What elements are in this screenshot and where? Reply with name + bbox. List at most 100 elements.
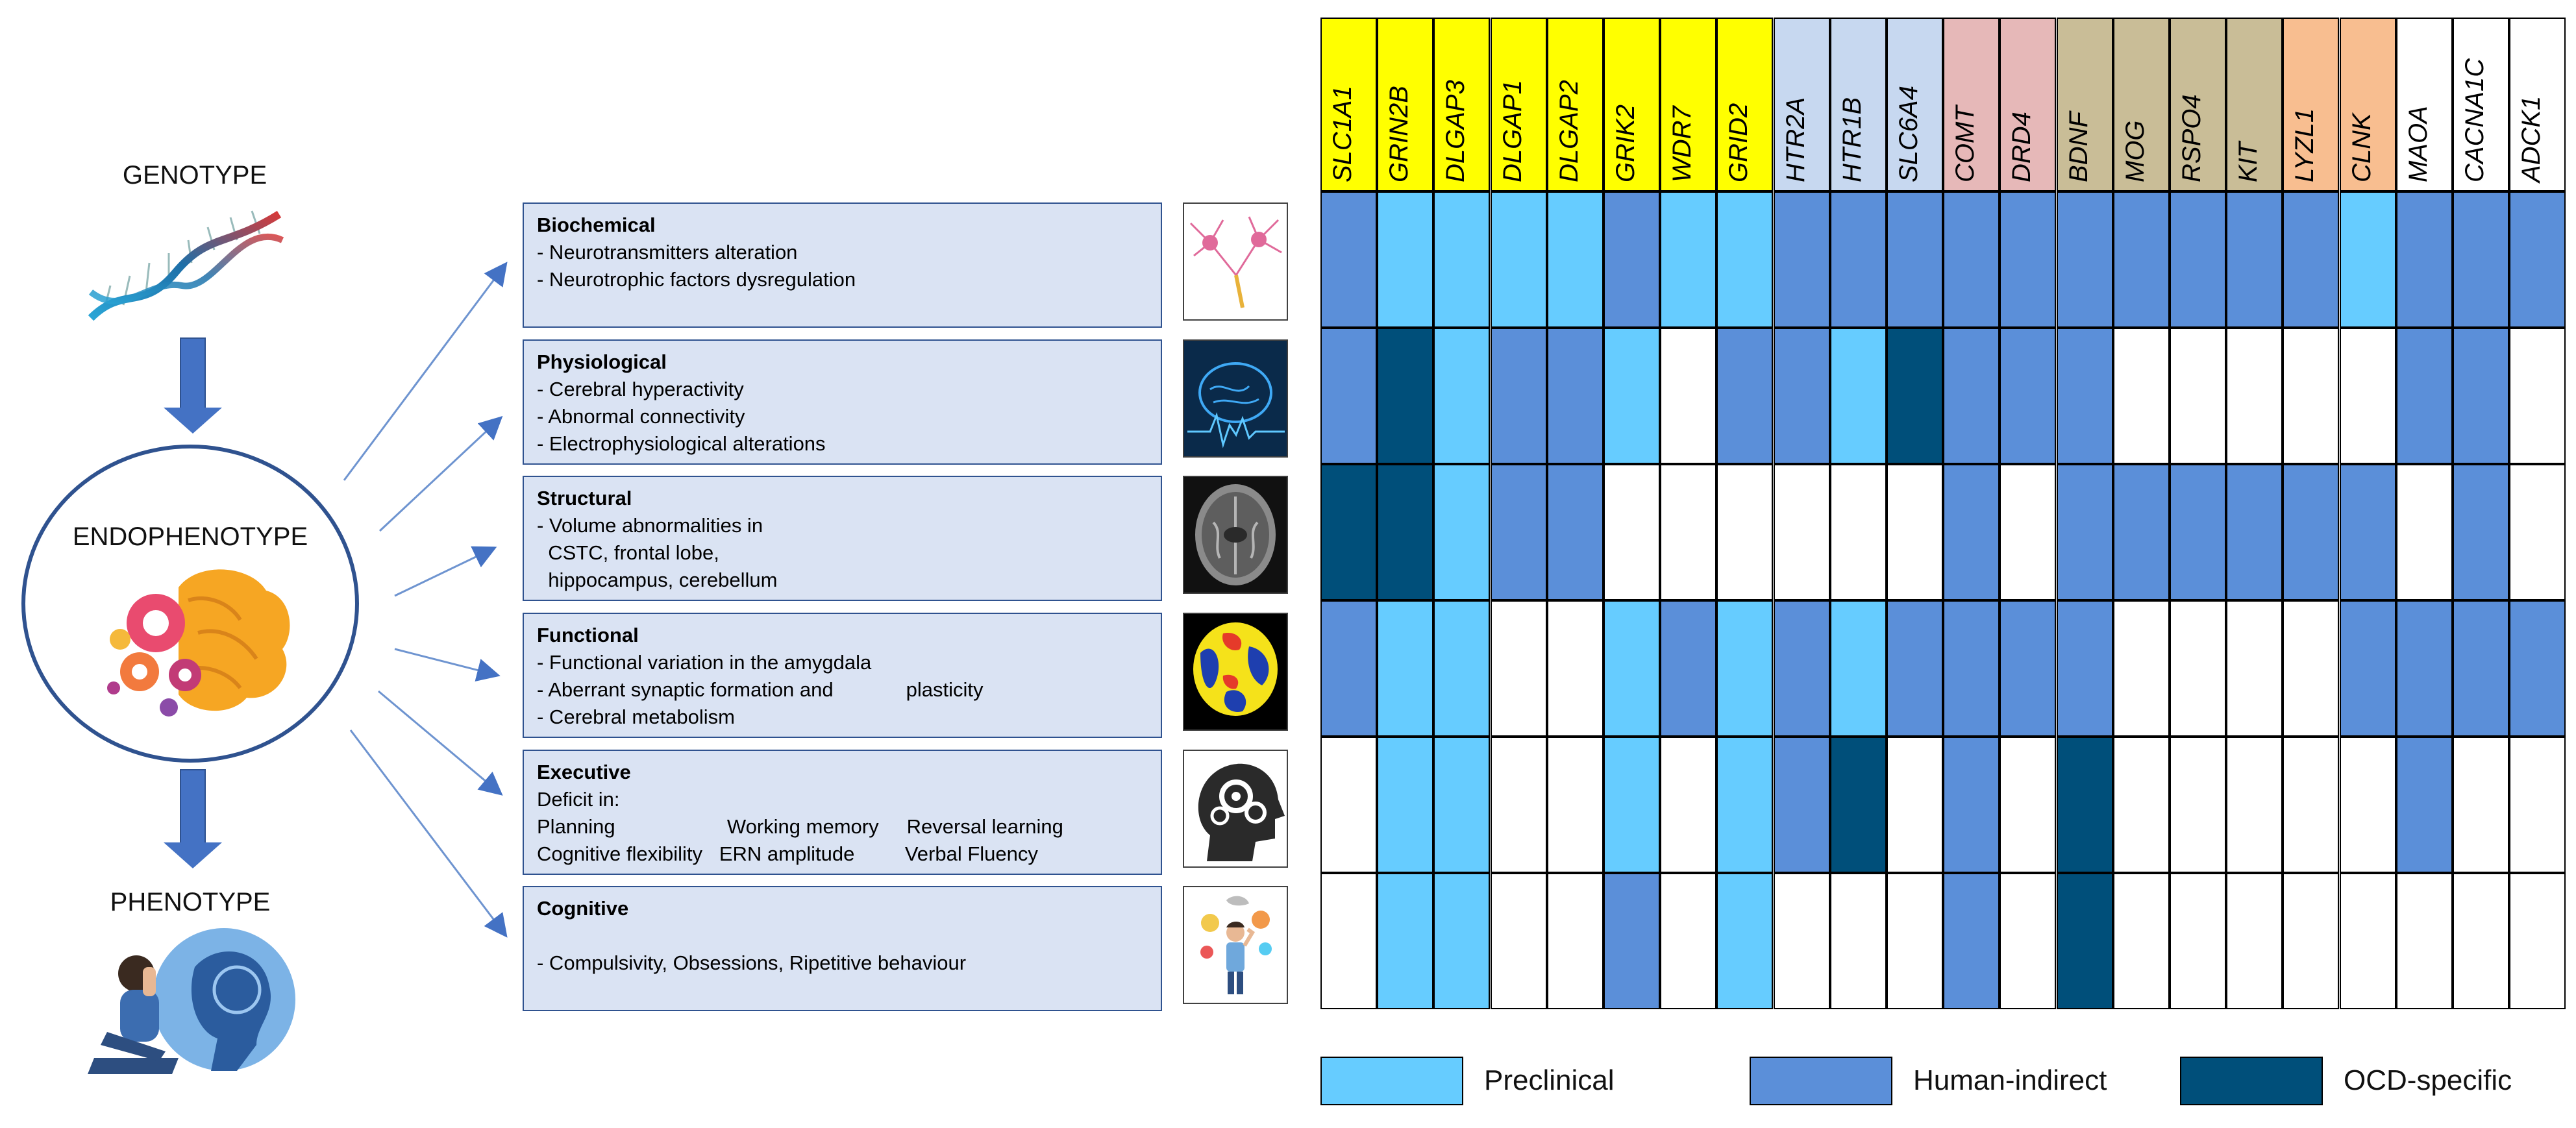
gene-name: KIT [2234,141,2263,182]
matrix-cell [2226,328,2283,464]
matrix-cell [1433,191,1491,328]
gene-header-grik2: GRIK2 [1604,18,1660,191]
matrix-cell [1773,737,1830,873]
matrix-cell [1320,328,1377,464]
matrix-cell [1887,873,1943,1009]
gene-name: GRIN2B [1385,86,1414,182]
phenotype-label: PHENOTYPE [110,888,271,916]
legend-label: Preclinical [1484,1064,1615,1096]
category-box-cognitive: Cognitive - Compulsivity, Obsessions, Ri… [523,886,1162,1011]
matrix-cell [1604,600,1660,737]
category-box-functional: Functional- Functional variation in the … [523,613,1162,738]
matrix-cell [1490,464,1547,600]
matrix-cell [2112,328,2170,464]
gene-header-rspo4: RSPO4 [2170,18,2226,191]
gene-name: DLGAP3 [1441,80,1470,182]
matrix-cell [1773,464,1830,600]
matrix-cell [1829,191,1887,328]
matrix-cell [1433,737,1491,873]
matrix-cell [2112,464,2170,600]
gene-header-cacna1c: CACNA1C [2453,18,2509,191]
matrix-cell [1377,191,1434,328]
gene-header-grin2b: GRIN2B [1377,18,1434,191]
matrix-cell [1887,191,1943,328]
legend-swatch-H [1750,1057,1892,1105]
matrix-cell [2283,328,2340,464]
category-line: - Neurotrophic factors dysregulation [537,268,856,291]
matrix-cell [1490,191,1547,328]
category-line: - Volume abnormalities in [537,514,763,537]
matrix-cell [1546,328,1604,464]
matrix-cell [2396,737,2453,873]
matrix-cell [2453,600,2509,737]
matrix-cell [2283,873,2340,1009]
gene-name: DRD4 [2007,112,2037,182]
matrix-cell [1829,600,1887,737]
matrix-cell [2112,191,2170,328]
gene-name: COMT [1951,106,1980,182]
matrix-cell [1546,873,1604,1009]
category-box-structural: Structural - Volume abnormalities in CSTC… [523,476,1162,601]
matrix-cell [2000,191,2057,328]
matrix-cell [2453,737,2509,873]
matrix-cell [1604,328,1660,464]
matrix-cell [1660,191,1717,328]
category-line: CSTC, frontal lobe, [537,541,719,564]
gene-header-mog: MOG [2112,18,2170,191]
category-title: Physiological [537,350,667,373]
gene-name: GRID2 [1724,103,1753,182]
matrix-cell [1773,328,1830,464]
matrix-cell [2170,873,2226,1009]
gene-header-lyzl1: LYZL1 [2283,18,2340,191]
matrix-cell [1546,737,1604,873]
matrix-cell [2453,328,2509,464]
matrix-cell [2170,737,2226,873]
matrix-cell [1604,873,1660,1009]
matrix-cell [1377,873,1434,1009]
category-line: Cognitive flexibility ERN amplitude Verb… [537,842,1038,865]
gene-header-slc1a1: SLC1A1 [1320,18,1377,191]
gene-header-dlgap2: DLGAP2 [1546,18,1604,191]
matrix-cell [2283,464,2340,600]
gene-header-htr2a: HTR2A [1773,18,1830,191]
matrix-cell [1433,600,1491,737]
category-line: - Abnormal connectivity [537,405,745,428]
matrix-cell [1943,191,2000,328]
matrix-cell [2056,600,2113,737]
endophenotype-label: ENDOPHENOTYPE [72,522,308,551]
category-title: Functional [537,624,639,646]
matrix-cell [2000,873,2057,1009]
matrix-cell [2396,328,2453,464]
gene-name: CACNA1C [2460,58,2489,182]
gene-name: DLGAP1 [1498,80,1527,182]
category-line [537,922,1148,950]
matrix-cell [1943,600,2000,737]
matrix-cell [2509,328,2566,464]
matrix-cell [1377,737,1434,873]
matrix-cell [1660,328,1717,464]
pet-scan-icon [1183,613,1288,731]
matrix-cell [1773,191,1830,328]
matrix-cell [2339,873,2396,1009]
matrix-cell [2509,600,2566,737]
category-title: Structural [537,487,632,509]
matrix-cell [1887,600,1943,737]
matrix-cell [1490,600,1547,737]
category-line: - Electrophysiological alterations [537,432,826,455]
matrix-cell [1716,873,1774,1009]
matrix-cell [1773,873,1830,1009]
matrix-cell [1660,737,1717,873]
matrix-cell [2396,600,2453,737]
matrix-cell [1490,737,1547,873]
matrix-cell [1716,464,1774,600]
neurons-icon [1183,202,1288,321]
matrix-cell [2509,873,2566,1009]
gene-name: HTR2A [1781,97,1810,182]
matrix-cell [1433,464,1491,600]
matrix-cell [2226,737,2283,873]
matrix-cell [1773,600,1830,737]
category-line: Deficit in: [537,788,620,811]
matrix-cell [1377,464,1434,600]
matrix-cell [1829,328,1887,464]
